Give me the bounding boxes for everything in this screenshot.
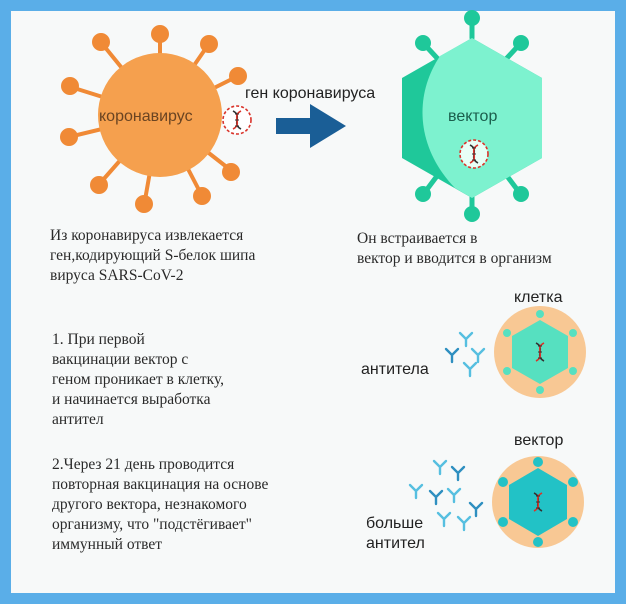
caption-vector: Он встраивается в вектор и вводится в ор… <box>357 230 552 267</box>
antibodies-label: антитела <box>361 361 429 378</box>
gene-label: ген коронавируса <box>245 85 375 102</box>
antibody-icon <box>444 331 486 378</box>
caption-vaccination-1: 1. При первой вакцинации вектор с геном … <box>52 331 225 428</box>
cell-2 <box>492 456 584 548</box>
vector <box>402 10 542 222</box>
vector-label: вектор <box>448 108 497 125</box>
cell-label: клетка <box>514 289 563 306</box>
more-antibodies-label-1: больше <box>366 515 423 532</box>
caption-virus: Из коронавируса извлекается ген,кодирующ… <box>50 227 256 284</box>
virus-label: коронавирус <box>99 108 193 125</box>
caption-vaccination-2: 2.Через 21 день проводится повторная вак… <box>52 456 269 553</box>
gene-marker <box>222 105 252 135</box>
vector2-label: вектор <box>514 432 563 449</box>
cell-1 <box>494 306 586 398</box>
coronavirus <box>60 25 247 213</box>
more-antibodies-label-2: антител <box>366 535 425 552</box>
arrow-right-icon <box>276 104 346 148</box>
